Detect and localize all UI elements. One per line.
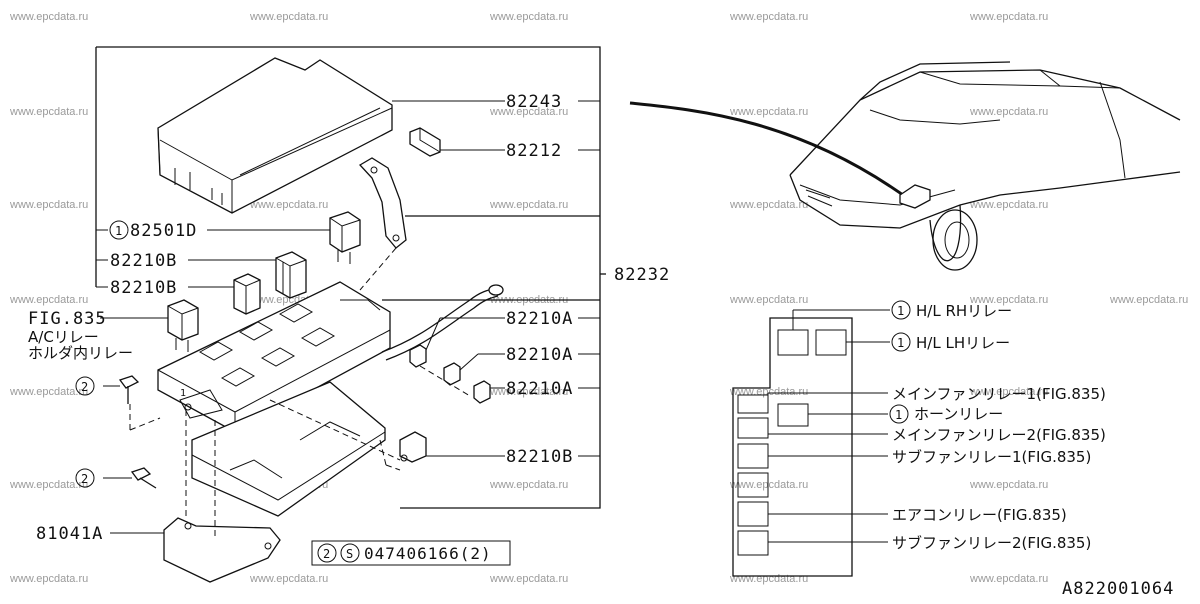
watermark: www.epcdata.ru bbox=[9, 386, 88, 398]
watermark: www.epcdata.ru bbox=[969, 294, 1048, 306]
label-relay-d: 82501D bbox=[130, 221, 197, 241]
watermark: www.epcdata.ru bbox=[969, 199, 1048, 211]
watermark: www.epcdata.ru bbox=[969, 11, 1048, 23]
watermark: www.epcdata.ru bbox=[969, 106, 1048, 118]
assembly-lines bbox=[129, 247, 471, 540]
callout-2: 2 bbox=[81, 472, 88, 486]
watermark: www.epcdata.ru bbox=[489, 386, 568, 398]
mounting-bracket bbox=[163, 517, 281, 583]
watermark: www.epcdata.ru bbox=[9, 294, 88, 306]
watermark: www.epcdata.ru bbox=[729, 106, 808, 118]
watermark: www.epcdata.ru bbox=[9, 106, 88, 118]
label-clip: 82212 bbox=[506, 141, 562, 161]
fuse-82210a-1 bbox=[409, 344, 427, 368]
fuse-82210b-2 bbox=[233, 273, 261, 315]
label-cover: 82243 bbox=[506, 92, 562, 112]
fuse-82210b-1 bbox=[275, 251, 307, 299]
part-labels: 82243 82212 82232 1 82501D 82210B 82210B… bbox=[28, 92, 670, 566]
watermark: www.epcdata.ru bbox=[1109, 294, 1188, 306]
callout-2: 2 bbox=[81, 380, 88, 394]
fuse-82210a-2 bbox=[443, 362, 461, 386]
callout-1: 1 bbox=[895, 408, 902, 422]
fuse-box-body: 1 bbox=[157, 281, 391, 433]
label-fig-ref: FIG.835 bbox=[28, 309, 107, 329]
terminal-number: 1 bbox=[180, 388, 186, 399]
watermark: www.epcdata.ru bbox=[9, 573, 88, 585]
fuse-82210b-3 bbox=[399, 431, 427, 463]
label-fuse-b2: 82210B bbox=[110, 278, 177, 298]
label-sub-fan-relay-1: サブファンリレー1(FIG.835) bbox=[892, 448, 1091, 466]
fuse-82210a-3 bbox=[473, 380, 491, 404]
label-main-fan-relay-1: メインファンリレー1(FIG.835) bbox=[892, 385, 1106, 403]
watermark: www.epcdata.ru bbox=[729, 479, 808, 491]
watermark: www.epcdata.ru bbox=[9, 199, 88, 211]
leader-lines bbox=[96, 100, 600, 534]
label-hl-rh-relay: H/L RHリレー bbox=[916, 302, 1012, 320]
label-screw-spec: 047406166(2) bbox=[364, 544, 492, 563]
label-fuse-b3: 82210B bbox=[506, 447, 573, 467]
label-bracket: 81041A bbox=[36, 524, 103, 544]
callout-2: 2 bbox=[323, 547, 330, 561]
watermark: www.epcdata.ru bbox=[489, 106, 568, 118]
watermark: www.epcdata.ru bbox=[249, 11, 328, 23]
bolt-upper bbox=[118, 375, 140, 404]
watermark: www.epcdata.ru bbox=[489, 11, 568, 23]
watermark: www.epcdata.ru bbox=[729, 11, 808, 23]
fuse-box-lower-case bbox=[191, 381, 386, 517]
label-aircon-relay: エアコンリレー(FIG.835) bbox=[892, 506, 1067, 524]
watermark: www.epcdata.ru bbox=[249, 573, 328, 585]
label-holder-relay: ホルダ内リレー bbox=[28, 344, 133, 362]
watermark: www.epcdata.ru bbox=[489, 479, 568, 491]
watermarks: www.epcdata.ru www.epcdata.ru www.epcdat… bbox=[9, 11, 1188, 585]
watermark: www.epcdata.ru bbox=[729, 294, 808, 306]
watermark: www.epcdata.ru bbox=[729, 199, 808, 211]
fuse-box-cover bbox=[157, 57, 393, 214]
watermark: www.epcdata.ru bbox=[729, 573, 808, 585]
watermark: www.epcdata.ru bbox=[9, 11, 88, 23]
label-fuse-b1: 82210B bbox=[110, 251, 177, 271]
label-box: 82232 bbox=[614, 265, 670, 285]
callout-1: 1 bbox=[115, 224, 122, 238]
relay-map: 1 H/L RHリレー 1 H/L LHリレー メインファンリレー1(FIG.8… bbox=[732, 300, 1106, 577]
watermark: www.epcdata.ru bbox=[489, 573, 568, 585]
label-horn-relay: ホーンリレー bbox=[914, 405, 1003, 423]
bus-bar-strap bbox=[358, 157, 407, 249]
label-ac-relay: A/Cリレー bbox=[28, 328, 99, 346]
label-main-fan-relay-2: メインファンリレー2(FIG.835) bbox=[892, 426, 1106, 444]
watermark: www.epcdata.ru bbox=[969, 573, 1048, 585]
watermark: www.epcdata.ru bbox=[249, 199, 328, 211]
battery-cable bbox=[381, 284, 504, 361]
label-hl-lh-relay: H/L LHリレー bbox=[916, 334, 1010, 352]
watermark: www.epcdata.ru bbox=[9, 479, 88, 491]
label-sub-fan-relay-2: サブファンリレー2(FIG.835) bbox=[892, 534, 1091, 552]
label-fuse-a1: 82210A bbox=[506, 309, 573, 329]
car-illustration bbox=[629, 61, 1181, 271]
callout-1: 1 bbox=[897, 336, 904, 350]
bolt-lower bbox=[130, 467, 157, 489]
relay-82501d bbox=[329, 211, 361, 264]
watermark: www.epcdata.ru bbox=[969, 386, 1048, 398]
watermark: www.epcdata.ru bbox=[489, 199, 568, 211]
label-fuse-a2: 82210A bbox=[506, 345, 573, 365]
ac-relay bbox=[167, 299, 199, 352]
label-fuse-a3: 82210A bbox=[506, 379, 573, 399]
callout-1: 1 bbox=[897, 304, 904, 318]
clip bbox=[409, 127, 441, 157]
diagram-id: A822001064 bbox=[1062, 579, 1174, 599]
watermark: www.epcdata.ru bbox=[969, 479, 1048, 491]
assembly-frame bbox=[95, 46, 606, 509]
callout-s: S bbox=[346, 547, 353, 561]
